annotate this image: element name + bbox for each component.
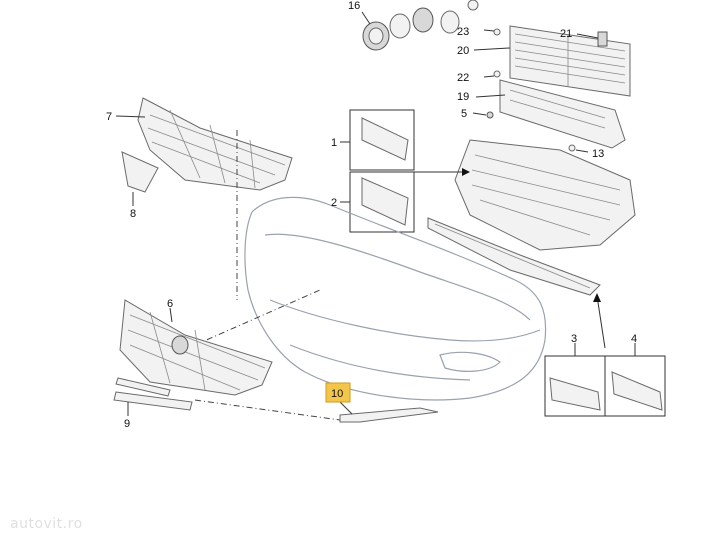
upper-bracket <box>475 79 626 149</box>
screw-23 <box>493 28 501 36</box>
pointer-arrow-2 <box>593 293 601 302</box>
leader-5 <box>472 112 487 116</box>
callout-5: 5 <box>461 108 467 120</box>
bumper-carrier <box>454 139 636 251</box>
callout-2: 2 <box>331 197 337 209</box>
part-10 <box>339 401 439 423</box>
callout-20: 20 <box>457 45 469 57</box>
leader-23 <box>483 29 495 32</box>
callout-1: 1 <box>331 137 337 149</box>
inset-part-4 <box>611 371 663 411</box>
fog-lamp-opening <box>439 351 501 372</box>
bumper-upper-line <box>264 233 531 321</box>
callout-22: 22 <box>457 72 469 84</box>
leader-22 <box>483 75 495 78</box>
leader-13 <box>575 149 589 153</box>
lower-grille <box>119 299 273 396</box>
emblem-cap <box>467 0 479 11</box>
leader-21 <box>576 33 599 39</box>
assembly-line-grille <box>194 289 321 346</box>
callout-10: 10 <box>331 388 343 400</box>
bumper-lower-line <box>289 344 471 381</box>
bumper-outline <box>244 196 547 401</box>
bracket-19 <box>499 79 626 149</box>
inset-part-2 <box>361 177 409 226</box>
emblem-mount <box>440 10 460 34</box>
carrier-body <box>454 139 636 251</box>
front-bumper <box>244 196 547 401</box>
clip-13 <box>568 144 576 152</box>
trim-strips <box>113 377 193 416</box>
callout-6: 6 <box>167 298 173 310</box>
inset-part-1 <box>361 117 409 161</box>
active-grille-shutter <box>473 25 631 97</box>
inset-4 <box>604 343 666 417</box>
emblem-group <box>361 0 479 51</box>
trim-strip-upper <box>115 377 171 397</box>
screw-22 <box>493 70 501 78</box>
emblem-rear <box>412 7 434 33</box>
bumper-mid-line <box>269 299 541 342</box>
callout-4: 4 <box>631 333 637 345</box>
shutter-clip <box>597 31 608 47</box>
callout-19: 19 <box>457 91 469 103</box>
emblem-front-center <box>368 27 384 45</box>
callout-23: 23 <box>457 26 469 38</box>
inset-2 <box>340 171 415 233</box>
callout-7: 7 <box>106 111 112 123</box>
trim-strip-lower <box>113 391 193 411</box>
leader-10 <box>339 401 353 415</box>
pointer-arrow <box>462 168 470 176</box>
emblem-ring <box>389 13 411 39</box>
screw-5 <box>486 111 494 119</box>
leader-7 <box>115 115 146 118</box>
callout-13: 13 <box>592 148 604 160</box>
upper-grille <box>115 97 293 191</box>
leader-6 <box>169 307 173 323</box>
lower-grille-strip <box>427 217 606 349</box>
callout-8: 8 <box>130 208 136 220</box>
inset-part-3 <box>549 377 601 411</box>
callout-10-highlight <box>325 382 351 403</box>
leader-20 <box>473 47 511 51</box>
leader-16 <box>361 11 371 25</box>
pointer-to-inset-3 <box>596 295 606 349</box>
trim-10 <box>339 407 439 423</box>
callout-3: 3 <box>571 333 577 345</box>
callout-9: 9 <box>124 418 130 430</box>
inset-1 <box>340 109 415 171</box>
bracket-8 <box>121 151 159 193</box>
camera-bracket <box>121 151 159 206</box>
watermark: autovit.ro <box>10 516 83 532</box>
leader-19 <box>475 94 506 98</box>
callout-21: 21 <box>560 28 572 40</box>
grille-emblem <box>171 335 189 355</box>
callout-16: 16 <box>348 0 360 12</box>
assembly-line-trim <box>194 399 341 421</box>
grille-6 <box>119 299 273 396</box>
inset-3 <box>544 343 606 417</box>
